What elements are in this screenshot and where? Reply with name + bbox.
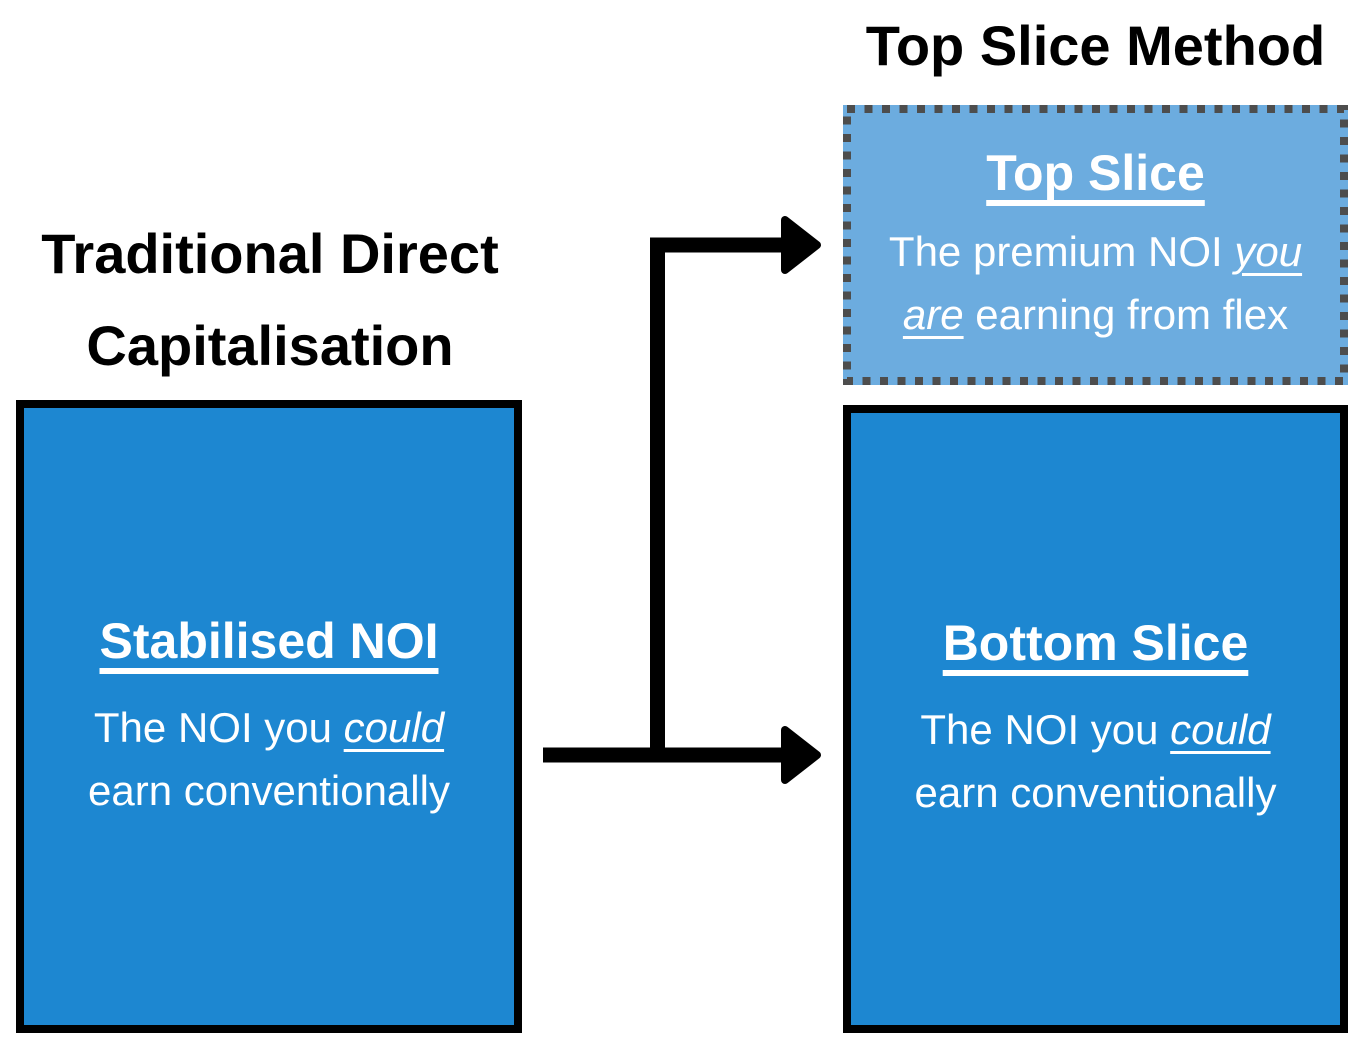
stabilised-noi-description: The NOI you could earn conventionally (88, 696, 450, 822)
body-text-segment: earn conventionally (914, 769, 1277, 816)
body-text-segment: earn conventionally (88, 766, 450, 814)
body-text-line: are earning from flex (889, 283, 1302, 346)
left-heading-line-1: Traditional Direct (41, 222, 499, 285)
bottom-slice-box: Bottom Slice The NOI you could earn conve… (843, 405, 1348, 1033)
body-text-segment: The premium NOI (888, 228, 1235, 275)
bottom-slice-title: Bottom Slice (942, 615, 1249, 671)
body-text-line: earn conventionally (915, 761, 1277, 824)
stabilised-noi-box: Stabilised NOI The NOI you could earn con… (16, 400, 522, 1033)
right-column-heading: Top Slice Method (865, 14, 1326, 77)
emphasised-text: are (902, 291, 964, 338)
left-column-heading: Traditional Direct Capitalisation (10, 208, 530, 392)
arrowhead-to-top-slice (781, 216, 821, 274)
body-text-line: The premium NOI you (889, 220, 1302, 283)
body-text-segment: earning from flex (963, 291, 1289, 338)
top-slice-title: Top Slice (986, 145, 1205, 201)
emphasised-text: you (1234, 228, 1303, 275)
emphasised-text: could (343, 703, 445, 751)
body-text-line: The NOI you could (915, 698, 1277, 761)
body-text-segment: The NOI you (920, 706, 1171, 753)
left-heading-line-2: Capitalisation (86, 314, 454, 377)
stabilised-noi-title: Stabilised NOI (99, 612, 439, 669)
bottom-slice-description: The NOI you could earn conventionally (915, 698, 1277, 824)
arrowhead-to-bottom-slice (781, 726, 821, 784)
body-text-line: The NOI you could (88, 696, 450, 759)
body-text-line: earn conventionally (88, 759, 450, 822)
body-text-segment: The NOI you (93, 703, 344, 751)
emphasised-text: could (1170, 706, 1271, 753)
